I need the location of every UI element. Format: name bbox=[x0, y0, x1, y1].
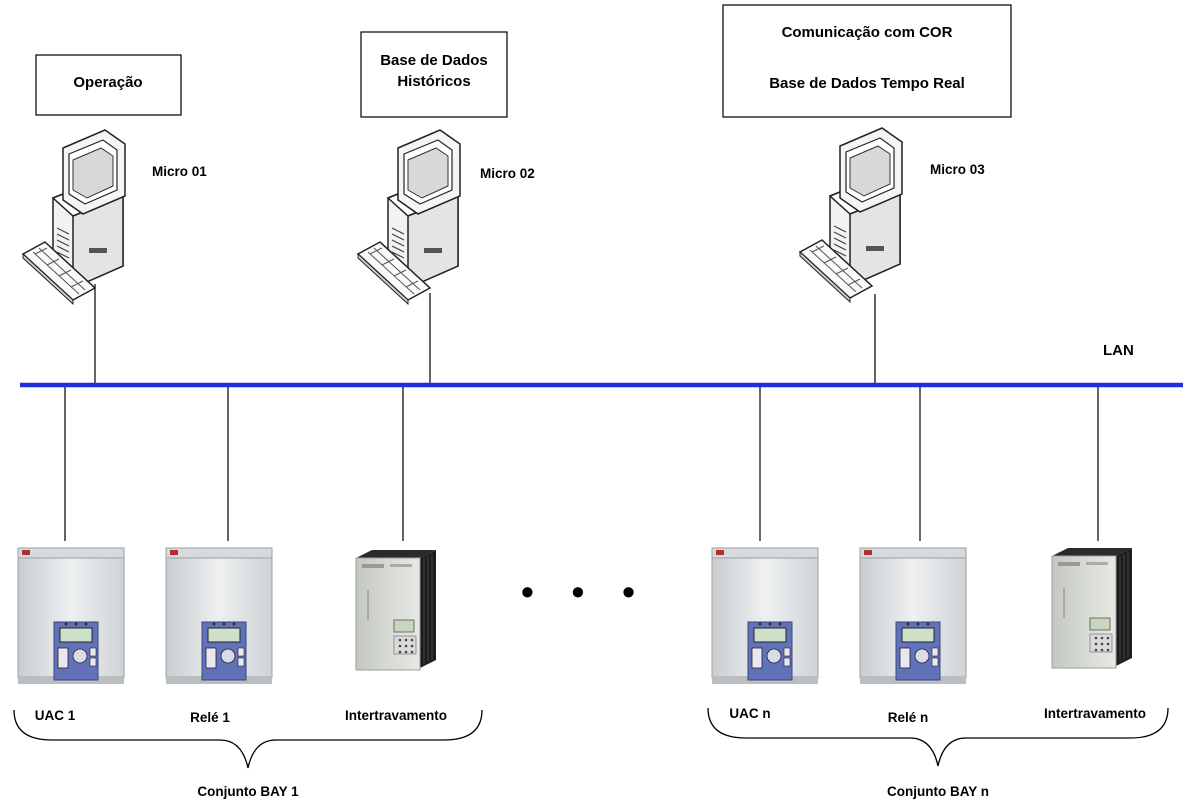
box-historicos-label-1: Base de Dados bbox=[380, 52, 488, 69]
micro-01-label: Micro 01 bbox=[152, 164, 207, 179]
intertravamento-1-device-icon bbox=[355, 549, 437, 671]
box-cor-label-2: Base de Dados Tempo Real bbox=[769, 75, 965, 92]
rele-1-device-icon bbox=[165, 547, 273, 685]
lan-label: LAN bbox=[1103, 342, 1134, 359]
intertravamento-1-label: Intertravamento bbox=[345, 708, 447, 723]
uac-n-label: UAC n bbox=[729, 706, 770, 721]
box-cor-label-1: Comunicação com COR bbox=[782, 24, 953, 41]
micro-03-label: Micro 03 bbox=[930, 162, 985, 177]
uac-1-label: UAC 1 bbox=[35, 708, 76, 723]
uac-n-device-icon bbox=[711, 547, 819, 685]
box-historicos-label-2: Históricos bbox=[397, 73, 470, 90]
box-operacao-label: Operação bbox=[73, 74, 142, 91]
intertravamento-n-device-icon bbox=[1051, 547, 1133, 669]
bay-1-label: Conjunto BAY 1 bbox=[197, 784, 299, 799]
box-historicos: Base de Dados Históricos bbox=[360, 31, 508, 118]
computer-icon-micro-03 bbox=[799, 127, 903, 303]
rele-n-device-icon bbox=[859, 547, 967, 685]
rele-1-label: Relé 1 bbox=[190, 710, 230, 725]
box-operacao: Operação bbox=[35, 54, 182, 116]
ellipsis: • • • bbox=[521, 571, 649, 612]
bay-1-brace bbox=[13, 709, 483, 769]
computer-icon-micro-01 bbox=[22, 129, 126, 305]
micro-02-label: Micro 02 bbox=[480, 166, 535, 181]
bay-n-brace bbox=[707, 707, 1169, 767]
bay-n-label: Conjunto BAY n bbox=[887, 784, 989, 799]
intertravamento-n-label: Intertravamento bbox=[1044, 706, 1146, 721]
rele-n-label: Relé n bbox=[888, 710, 929, 725]
uac-1-device-icon bbox=[17, 547, 125, 685]
box-cor: Comunicação com COR Base de Dados Tempo … bbox=[722, 4, 1012, 118]
computer-icon-micro-02 bbox=[357, 129, 461, 305]
